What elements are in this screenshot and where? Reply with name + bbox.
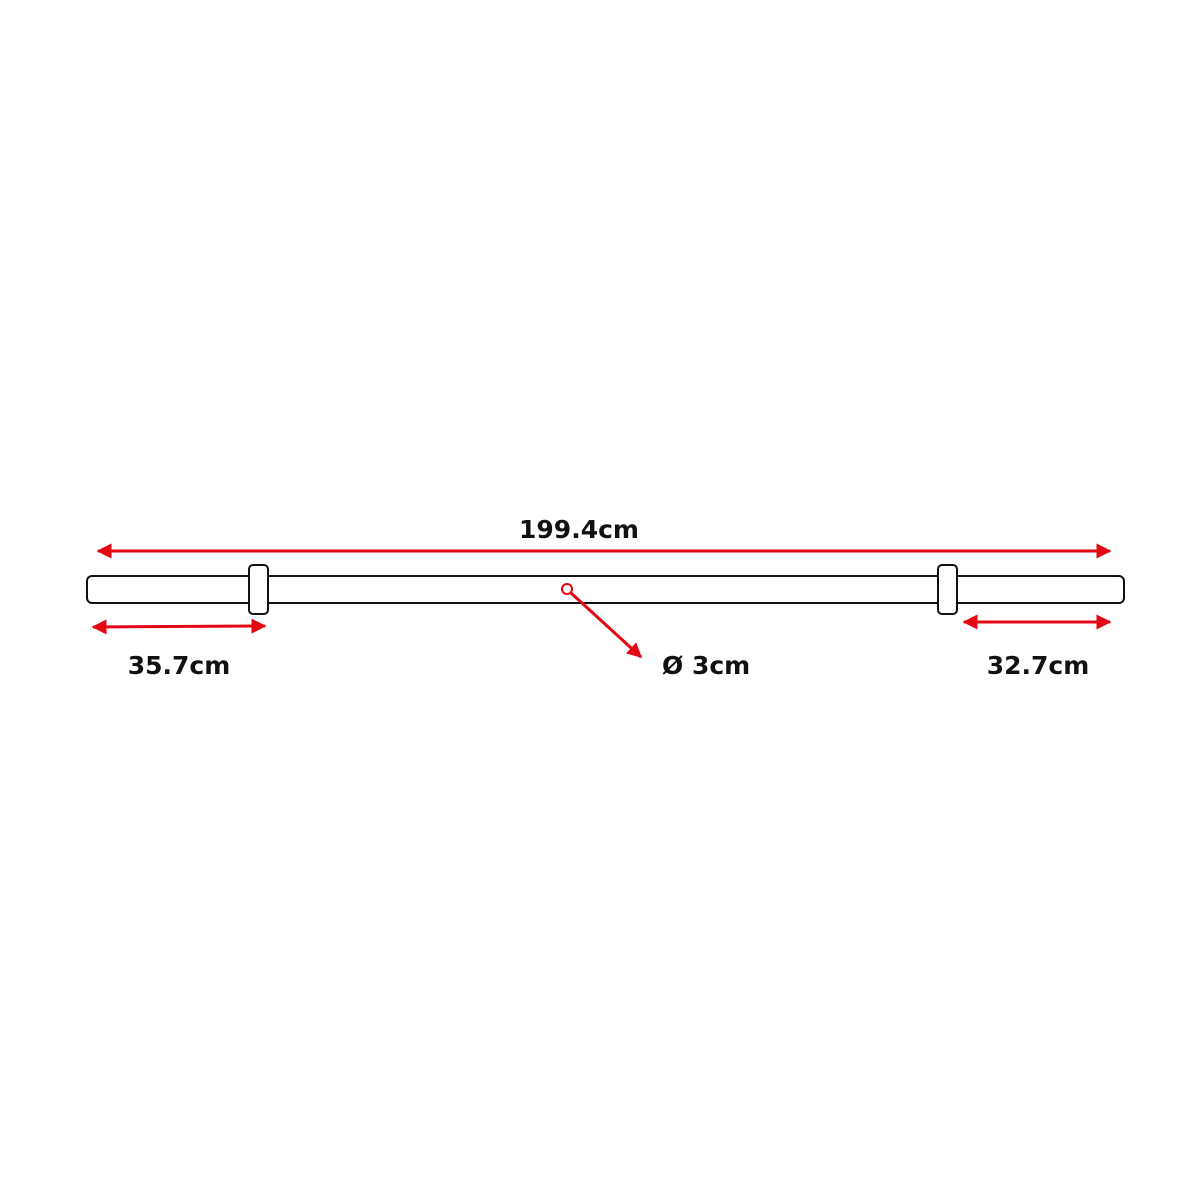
diameter-marker-dot: [561, 583, 573, 595]
right-sleeve-label: 32.7cm: [987, 651, 1090, 680]
left-collar: [248, 564, 269, 615]
total-length-label: 199.4cm: [519, 515, 639, 544]
left-sleeve-arrow: [91, 618, 267, 635]
left-sleeve-label: 35.7cm: [128, 651, 231, 680]
diameter-pointer-arrow: [569, 591, 643, 659]
diameter-label: Ø 3cm: [662, 651, 750, 680]
barbell-shaft: [86, 575, 1125, 604]
right-collar: [937, 564, 958, 615]
